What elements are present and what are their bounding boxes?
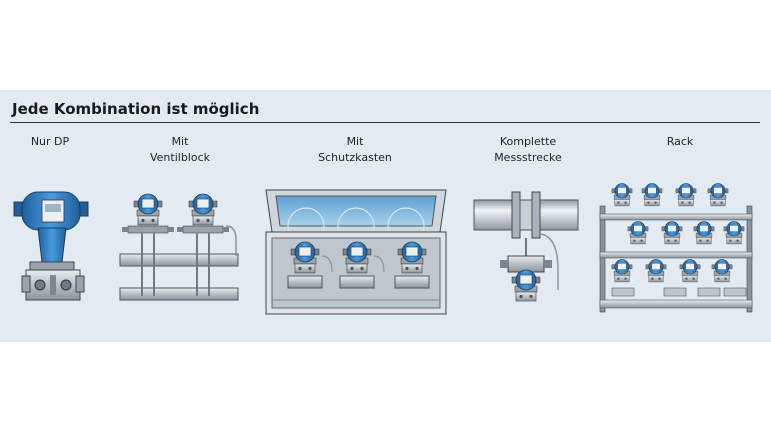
ventilblock-assembly-icon [119,193,239,301]
nur-dp-transmitter-icon [13,191,89,301]
heading-divider [10,122,760,123]
label-rack: Rack [666,135,694,148]
diagram-heading: Jede Kombination ist möglich [12,100,260,118]
rack-frame-icon [599,183,753,313]
label-nur-dp: Nur DP [30,135,70,148]
messstrecke-pipe-icon [473,191,579,302]
schutzkasten-box-icon [265,189,447,315]
